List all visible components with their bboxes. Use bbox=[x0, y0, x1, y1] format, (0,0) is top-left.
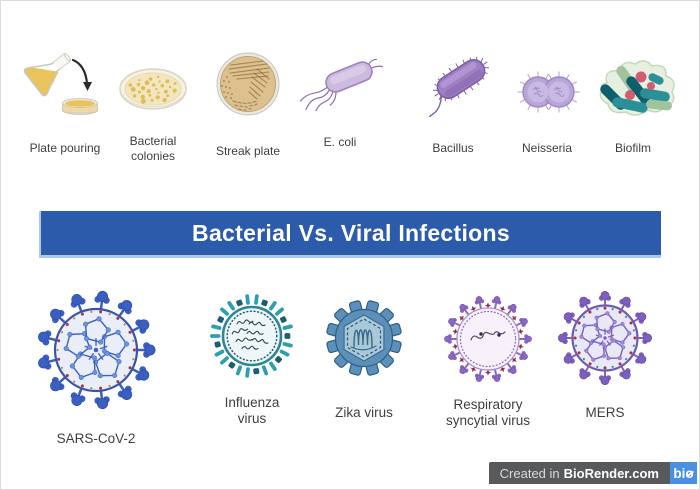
biofilm-icon bbox=[599, 60, 675, 116]
microbe-label: E. coli bbox=[323, 135, 357, 149]
microbe-label: Streak plate bbox=[215, 144, 281, 158]
bacillus-icon bbox=[414, 56, 490, 117]
virus-cell-sars-cov-2: SARS-CoV-2 bbox=[36, 290, 156, 447]
microbe-label: Biofilm bbox=[614, 141, 651, 155]
microbe-label: Neisseria bbox=[521, 141, 572, 155]
microbe-cell-plate-pouring: Plate pouring bbox=[15, 45, 115, 156]
neisseria-icon bbox=[517, 71, 580, 113]
sars-cov-2-icon bbox=[38, 290, 156, 410]
page-title: Bacterial Vs. Viral Infections bbox=[192, 219, 510, 246]
bacterial-colonies-icon bbox=[119, 68, 187, 110]
credit-prefix: Created in bbox=[499, 465, 560, 481]
mers-icon bbox=[558, 291, 652, 385]
virus-cell-mers: MERS bbox=[558, 291, 652, 421]
microbe-cell-e-coli: E. coli bbox=[297, 49, 383, 150]
microbe-cell-bacillus: Bacillus bbox=[407, 51, 499, 156]
biorender-logo-text: bio bbox=[673, 465, 694, 481]
virus-cell-rsv: Respiratory syncytial virus bbox=[442, 293, 534, 430]
virus-label: SARS-CoV-2 bbox=[56, 431, 136, 446]
virus-label: Zika virus bbox=[335, 405, 393, 420]
biorender-credit: Created in BioRender.com bio bbox=[488, 462, 697, 484]
virus-cell-influenza: Influenza virus bbox=[207, 291, 297, 428]
biorender-logo: bio bbox=[670, 462, 697, 484]
rsv-icon bbox=[444, 296, 532, 382]
microbe-cell-neisseria: Neisseria bbox=[505, 56, 589, 156]
e-coli-icon bbox=[299, 58, 383, 111]
virus-label: Influenza virus bbox=[224, 395, 280, 427]
microbe-cell-bacterial-colonies: Bacterial colonies bbox=[108, 59, 198, 163]
biorender-brand: BioRender.com bbox=[563, 465, 659, 481]
zika-virus-icon bbox=[326, 300, 402, 376]
microbe-label: Bacterial colonies bbox=[129, 134, 177, 163]
title-banner: Bacterial Vs. Viral Infections bbox=[39, 211, 661, 258]
credit-bar: Created in BioRender.com bbox=[488, 462, 670, 484]
virus-cell-zika: Zika virus bbox=[323, 297, 405, 421]
plate-pouring-icon bbox=[23, 53, 98, 115]
streak-plate-icon bbox=[216, 52, 280, 116]
microbe-cell-streak-plate: Streak plate bbox=[205, 51, 291, 159]
microbe-cell-biofilm: Biofilm bbox=[591, 53, 675, 156]
microbe-label: Bacillus bbox=[432, 141, 474, 155]
microbe-label: Plate pouring bbox=[29, 141, 101, 155]
influenza-virus-icon bbox=[210, 294, 293, 378]
virus-label: MERS bbox=[585, 405, 625, 420]
virus-label: Respiratory syncytial virus bbox=[445, 397, 531, 429]
